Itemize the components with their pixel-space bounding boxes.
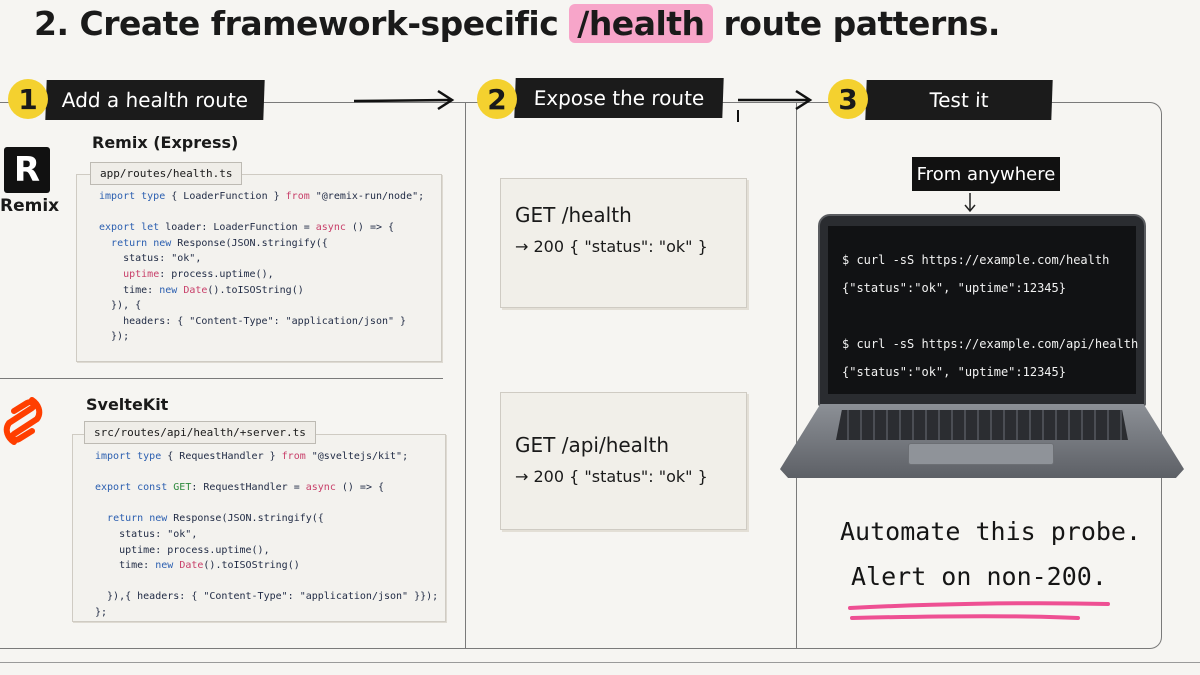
terminal-line: {"status":"ok", "uptime":12345} — [842, 365, 1066, 379]
alert-note: Alert on non-200. — [851, 562, 1107, 591]
remix-framework-name: Remix (Express) — [92, 133, 239, 152]
step-3-number: 3 — [828, 79, 868, 119]
step-3-label: Test it — [865, 80, 1053, 120]
down-arrow-icon — [964, 193, 976, 213]
route-card-health: GET /health → 200 { "status": "ok" } — [500, 178, 747, 308]
route-response: → 200 { "status": "ok" } — [515, 237, 708, 256]
step-1-number: 1 — [8, 79, 48, 119]
route-path: GET /api/health — [515, 433, 670, 457]
laptop-trackpad — [908, 443, 1054, 465]
page-title: 2. Create framework-specific /health rou… — [34, 4, 1000, 43]
remix-logo-letter: R — [13, 150, 41, 190]
pink-underline — [848, 601, 1110, 620]
column-divider-1 — [465, 102, 466, 649]
step-arrow-1 — [353, 89, 455, 111]
step-2-label: Expose the route — [514, 78, 724, 118]
terminal-line: $ curl -sS https://example.com/health — [842, 253, 1110, 267]
framework-separator — [0, 378, 443, 379]
remix-file-tab: app/routes/health.ts — [90, 162, 243, 185]
sveltekit-framework-name: SvelteKit — [86, 395, 169, 414]
remix-code-block: import type { LoaderFunction } from "@re… — [76, 174, 442, 362]
route-response: → 200 { "status": "ok" } — [515, 467, 708, 486]
laptop-keyboard — [836, 410, 1128, 440]
sveltekit-code-block: import type { RequestHandler } from "@sv… — [72, 434, 446, 622]
bottom-rule — [0, 662, 1200, 663]
from-anywhere-callout: From anywhere — [912, 157, 1060, 191]
terminal-screen: $ curl -sS https://example.com/health {"s… — [828, 226, 1139, 394]
route-path: GET /health — [515, 203, 632, 227]
svelte-logo-icon — [3, 397, 43, 445]
terminal-line: {"status":"ok", "uptime":12345} — [842, 281, 1066, 295]
column-divider-2 — [796, 102, 797, 649]
remix-logo: R — [4, 147, 50, 193]
title-prefix: 2. Create framework-specific — [34, 4, 570, 43]
step-arrow-2 — [737, 89, 813, 122]
sveltekit-file-tab: src/routes/api/health/+server.ts — [84, 421, 316, 444]
terminal-line — [842, 302, 1136, 330]
route-card-api-health: GET /api/health → 200 { "status": "ok" } — [500, 392, 747, 530]
step-2-number: 2 — [477, 79, 517, 119]
terminal-line: $ curl -sS https://example.com/api/healt… — [842, 337, 1139, 351]
remix-logo-text: Remix — [0, 196, 60, 216]
title-highlight: /health — [569, 4, 713, 43]
step-1-label: Add a health route — [45, 80, 265, 120]
title-suffix: route patterns. — [712, 4, 1001, 43]
automate-note: Automate this probe. — [840, 517, 1142, 546]
